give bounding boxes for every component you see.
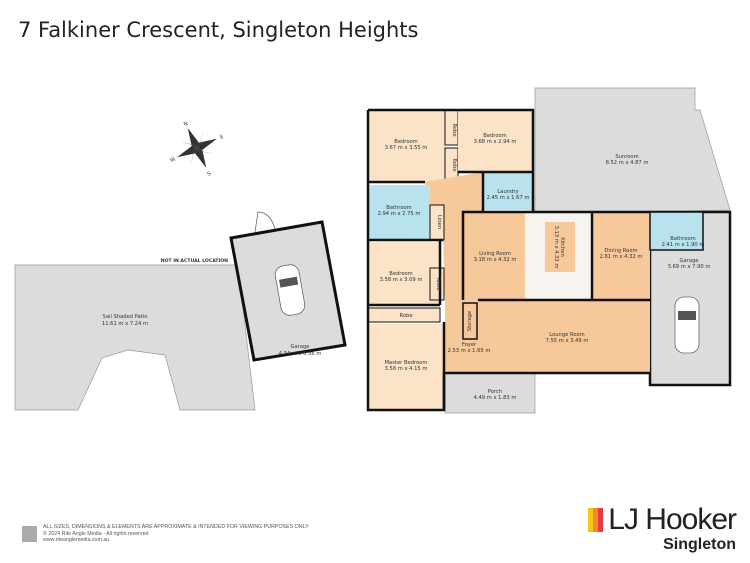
- room-name: Robe: [399, 313, 412, 319]
- room-dim: 3.69 m x 7.90 m: [668, 264, 711, 270]
- bathroom-1: [368, 185, 430, 240]
- kitchen-bench: [545, 222, 575, 272]
- storage: [462, 302, 478, 340]
- room-name: Kitchen: [559, 237, 565, 257]
- room-dim: 7.55 m x 3.49 m: [546, 338, 589, 344]
- room-name: Robe: [451, 158, 457, 171]
- disclaimer: ALL SIZES, DIMENSIONS & ELEMENTS ARE APP…: [22, 524, 309, 544]
- logo-office: Singleton: [663, 536, 736, 553]
- room-name: Laundry: [497, 189, 518, 195]
- room-name: Bathroom: [386, 205, 411, 211]
- logo-brand: LJ Hooker: [608, 503, 737, 536]
- compass-n: N: [183, 121, 189, 128]
- logo-bars-icon: [588, 508, 604, 532]
- room-dim: 3.68 m x 2.94 m: [474, 139, 517, 145]
- room-dim: 3.58 m x 3.09 m: [380, 277, 423, 283]
- sunroom: [534, 87, 731, 213]
- room-name: Living Room: [479, 251, 511, 257]
- room-dim: 2.81 m x 4.32 m: [600, 254, 643, 260]
- room-dim: 3.58 m x 4.15 m: [385, 366, 428, 372]
- compass-s: S: [206, 171, 212, 178]
- room-dim: 2.45 m x 1.67 m: [487, 195, 530, 201]
- not-in-actual-location-note: NOT IN ACTUAL LOCATION: [161, 258, 228, 264]
- room-name: Dining Room: [604, 248, 637, 254]
- room-dim: 3.13 m x 4.32 m: [553, 226, 559, 269]
- room-name: Master Bedroom: [385, 360, 428, 366]
- room-name: Bathroom: [670, 236, 695, 242]
- room-name: Garage: [680, 258, 699, 264]
- room-name: Porch: [488, 389, 502, 395]
- room-dim: 8.52 m x 4.87 m: [606, 160, 649, 166]
- master-bedroom: [368, 324, 444, 410]
- door-icon: [254, 211, 276, 233]
- dining-room: [592, 212, 650, 300]
- room-name: Bedroom: [389, 271, 412, 277]
- page-title: 7 Falkiner Crescent, Singleton Heights: [18, 18, 419, 42]
- bedroom-1: [368, 110, 445, 182]
- disclaimer-line: ALL SIZES, DIMENSIONS & ELEMENTS ARE APP…: [43, 524, 309, 530]
- car-icon: [274, 264, 306, 316]
- room-dim: 3.67 m x 3.55 m: [385, 145, 428, 151]
- room-name: Garage: [291, 344, 310, 350]
- website-line: www.riteanglemedia.com.au: [43, 537, 110, 543]
- compass-w: W: [169, 157, 176, 165]
- room-name: Foyer: [462, 342, 477, 348]
- rite-angle-media-logo-icon: [22, 525, 37, 542]
- room-dim: 11.61 m x 7.24 m: [102, 321, 148, 327]
- car-icon: [674, 296, 700, 354]
- room-dim: 4.34 m x 6.36 m: [279, 351, 322, 357]
- living-room: [463, 212, 525, 300]
- patio-area: [14, 264, 256, 411]
- hallway: [425, 172, 650, 373]
- copyright-line: © 2024 Rite Angle Media - All rights res…: [43, 530, 149, 537]
- compass-rose-icon: N S E W: [169, 121, 225, 178]
- lj-hooker-logo: LJ Hooker Singleton: [588, 503, 737, 554]
- room-name: Bedroom: [394, 139, 417, 145]
- room-name: Lounge Room: [549, 332, 584, 338]
- room-dim: 3.18 m x 4.32 m: [474, 257, 517, 263]
- laundry: [483, 172, 533, 210]
- room-name: Storage: [467, 311, 473, 331]
- room-name: Sunroom: [615, 154, 638, 160]
- bedroom-3: [368, 242, 440, 305]
- bathroom-2: [649, 211, 704, 251]
- room-dim: 2.41 m x 1.90 m: [662, 242, 705, 248]
- room-name: Bedroom: [483, 133, 506, 139]
- room-dim: 2.94 m x 2.75 m: [378, 211, 421, 217]
- room-name: Linen: [436, 215, 442, 229]
- walls: [366, 108, 650, 412]
- room-name: Robe: [435, 277, 441, 290]
- room-dim: 2.53 m x 1.65 m: [448, 348, 491, 354]
- compass-e: E: [219, 134, 225, 141]
- room-name: Sail Shaded Patio: [103, 314, 148, 320]
- bedroom-2: [458, 110, 533, 172]
- room-dim: 4.49 m x 1.83 m: [474, 395, 517, 401]
- room-name: Robe: [451, 123, 457, 136]
